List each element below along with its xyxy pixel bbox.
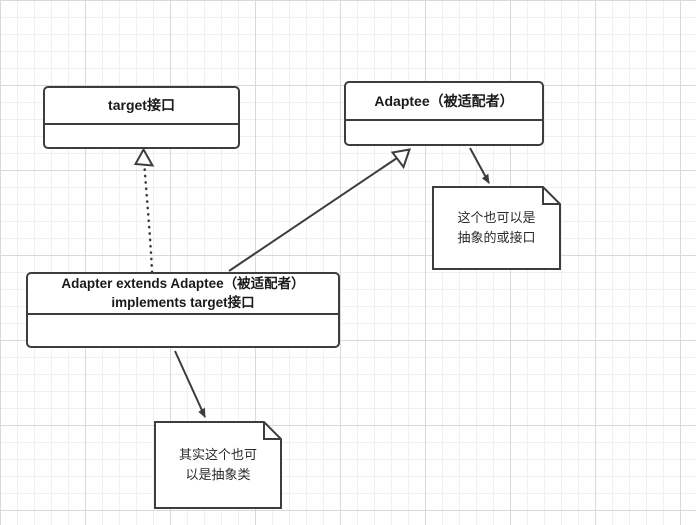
note-text-adapter: 其实这个也可 以是抽象类	[178, 446, 257, 482]
class-body-adapter	[28, 315, 338, 346]
class-title-adaptee: Adaptee（被适配者）	[346, 83, 542, 121]
class-title-target: target接口	[45, 88, 238, 125]
class-box-target[interactable]: target接口	[43, 86, 240, 149]
class-box-adaptee[interactable]: Adaptee（被适配者）	[344, 81, 544, 146]
class-body-target	[45, 125, 238, 147]
note-shape-adapter	[154, 421, 282, 509]
edge-generalization-extends	[228, 148, 411, 272]
edge-adapter-note	[174, 350, 206, 418]
note-box-adapter[interactable]: 其实这个也可 以是抽象类	[154, 421, 282, 509]
edge-adaptee-note	[469, 147, 490, 184]
class-title-adapter: Adapter extends Adaptee（被适配者） implements…	[28, 274, 338, 315]
note-shape-adaptee	[432, 186, 561, 270]
class-body-adaptee	[346, 121, 542, 144]
class-box-adapter[interactable]: Adapter extends Adaptee（被适配者） implements…	[26, 272, 340, 348]
note-box-adaptee[interactable]: 这个也可以是 抽象的或接口	[432, 186, 561, 270]
note-text-adaptee: 这个也可以是 抽象的或接口	[457, 209, 536, 245]
edge-realization-implements	[133, 147, 155, 274]
